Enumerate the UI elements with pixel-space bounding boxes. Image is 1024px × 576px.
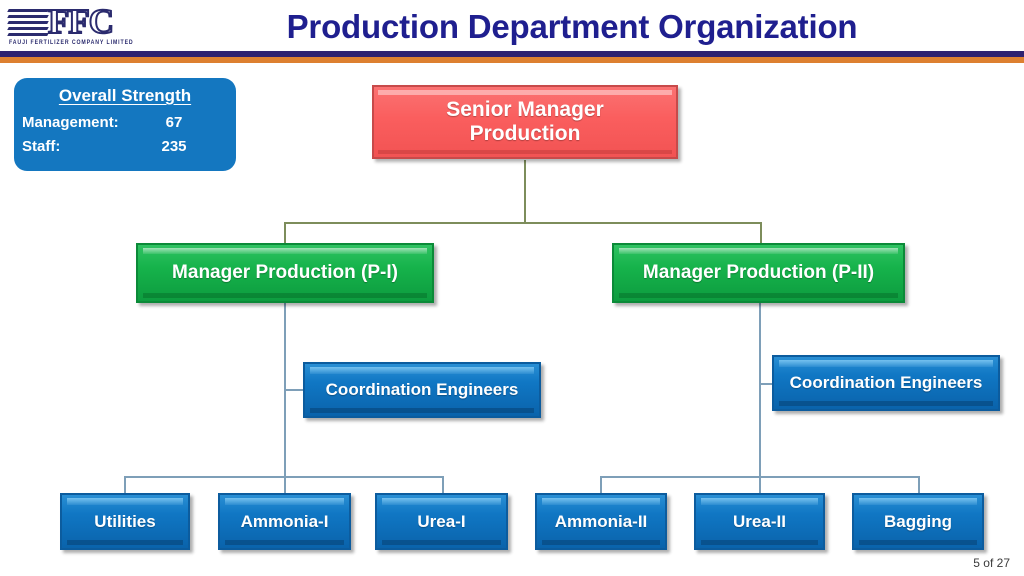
node-ammonia-1[interactable]: Ammonia-I (218, 493, 351, 550)
node-label: Manager Production (P-II) (642, 261, 875, 283)
connector-to-mp2 (760, 222, 762, 244)
node-manager-production-p2[interactable]: Manager Production (P-II) (612, 243, 905, 303)
connector-root-bus (284, 222, 762, 224)
connector-to-urea1 (442, 476, 444, 494)
node-label: Urea-II (733, 511, 786, 531)
node-line-1: Senior Manager (446, 97, 604, 121)
connector-mp2-trunk (759, 302, 761, 477)
node-senior-manager-production[interactable]: Senior Manager Production (372, 85, 678, 159)
strength-row-staff: Staff: 235 (14, 138, 236, 160)
node-label: Ammonia-II (554, 511, 648, 531)
logo-stripes-icon (7, 9, 50, 37)
strength-label-management: Management: (22, 114, 119, 131)
node-coordination-engineers-p1[interactable]: Coordination Engineers (303, 362, 541, 418)
connector-to-bagging (918, 476, 920, 494)
connector-to-urea2 (759, 476, 761, 494)
connector-to-ammonia1 (284, 476, 286, 494)
node-ammonia-2[interactable]: Ammonia-II (535, 493, 667, 550)
logo-subtitle: FAUJI FERTILIZER COMPANY LIMITED (9, 39, 134, 47)
overall-strength-panel: Overall Strength Management: 67 Staff: 2… (14, 78, 236, 171)
node-label: Senior Manager Production (446, 98, 604, 147)
strength-value-staff: 235 (161, 138, 187, 155)
page-title: Production Department Organization (286, 8, 858, 45)
node-urea-1[interactable]: Urea-I (375, 493, 508, 550)
connector-mp1-to-coord1 (284, 389, 306, 391)
node-manager-production-p1[interactable]: Manager Production (P-I) (136, 243, 434, 303)
strength-row-management: Management: 67 (14, 114, 236, 136)
node-coordination-engineers-p2[interactable]: Coordination Engineers (772, 355, 1000, 411)
connector-to-utilities (124, 476, 126, 494)
company-logo: FFC FAUJI FERTILIZER COMPANY LIMITED (6, 1, 133, 49)
node-label: Urea-I (417, 511, 466, 531)
connector-mp2-to-coord2 (759, 383, 781, 385)
connector-root-stem (524, 160, 526, 223)
page-indicator: 5 of 27 (973, 556, 1010, 570)
node-label: Utilities (94, 511, 156, 531)
node-label: Coordination Engineers (325, 380, 519, 400)
node-label: Coordination Engineers (789, 373, 983, 393)
overall-strength-title: Overall Strength (58, 86, 192, 105)
slide-header: FFC FAUJI FERTILIZER COMPANY LIMITED Pro… (0, 0, 1024, 63)
node-label: Manager Production (P-I) (172, 261, 398, 283)
node-label: Ammonia-I (240, 511, 329, 531)
header-rule-orange (0, 57, 1024, 63)
strength-label-staff: Staff: (22, 138, 61, 155)
connector-to-mp1 (284, 222, 286, 244)
node-urea-2[interactable]: Urea-II (694, 493, 825, 550)
header-rule-navy (0, 51, 1024, 57)
strength-value-management: 67 (165, 114, 183, 131)
node-label: Bagging (884, 511, 952, 531)
connector-to-ammonia2 (600, 476, 602, 494)
node-utilities[interactable]: Utilities (60, 493, 190, 550)
node-line-2: Production (469, 122, 581, 145)
logo-wordmark: FFC (47, 1, 115, 42)
node-bagging[interactable]: Bagging (852, 493, 984, 550)
